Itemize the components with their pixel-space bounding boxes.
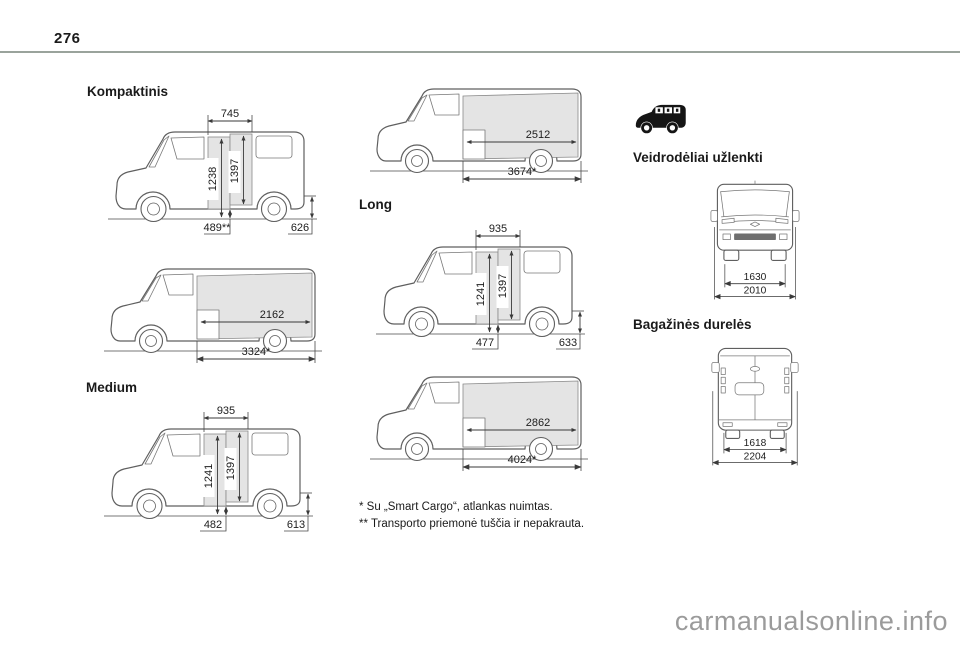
dim-height-2: 1397 bbox=[225, 456, 237, 480]
dim-cargo-length: 2862 bbox=[526, 417, 550, 429]
header-rule bbox=[0, 51, 960, 53]
section-heading-mirrors-folded: Veidrodėliai užlenkti bbox=[633, 150, 763, 165]
page-number: 276 bbox=[54, 30, 81, 47]
dim-height-1: 1238 bbox=[207, 167, 219, 191]
section-heading-long: Long bbox=[359, 197, 392, 212]
rear-view-diagram: 1618 2204 bbox=[711, 347, 799, 466]
section-heading-tailgate: Bagažinės durelės bbox=[633, 317, 752, 332]
long-door-diagram: 935 1241 1397 477 633 bbox=[376, 223, 585, 350]
front-view-diagram: 1630 2010 bbox=[710, 180, 800, 300]
dim-floor-height: 482 bbox=[204, 519, 222, 531]
dim-front-overall-width: 2010 bbox=[744, 285, 767, 296]
dim-door-width: 745 bbox=[221, 108, 239, 120]
dim-rear-height: 633 bbox=[559, 337, 577, 349]
compact-door-diagram: 745 1238 1397 489** 626 bbox=[108, 108, 317, 235]
section-heading-medium: Medium bbox=[86, 380, 138, 395]
dim-rear-inner-width: 1618 bbox=[744, 438, 767, 449]
dim-front-inner-width: 1630 bbox=[744, 272, 767, 283]
dim-load-length: 3674* bbox=[508, 166, 537, 178]
dim-floor-height: 489** bbox=[204, 222, 232, 234]
medium-cargo-diagram: 2512 3674* bbox=[370, 88, 588, 183]
dim-load-length: 3324* bbox=[242, 346, 271, 358]
dim-door-width: 935 bbox=[217, 405, 235, 417]
dim-door-width: 935 bbox=[489, 223, 507, 235]
footnote-unladen: ** Transporto priemonė tuščia ir nepakra… bbox=[359, 518, 585, 530]
section-heading-compact: Kompaktinis bbox=[87, 84, 169, 99]
dim-cargo-length: 2512 bbox=[526, 129, 550, 141]
compact-cargo-diagram: 2162 3324* bbox=[104, 268, 322, 363]
dim-cargo-length: 2162 bbox=[260, 309, 284, 321]
dim-height-1: 1241 bbox=[475, 282, 487, 306]
dim-height-2: 1397 bbox=[497, 274, 509, 298]
dim-rear-overall-width: 2204 bbox=[744, 451, 767, 462]
dim-load-length: 4024* bbox=[508, 454, 537, 466]
footnote-smart-cargo: * Su „Smart Cargo“, atlankas nuimtas. bbox=[359, 501, 553, 513]
long-cargo-diagram: 2862 4024* bbox=[370, 376, 588, 471]
watermark: carmanualsonline.info bbox=[674, 606, 948, 636]
medium-door-diagram: 935 1241 1397 482 613 bbox=[104, 405, 313, 532]
footnotes: * Su „Smart Cargo“, atlankas nuimtas. **… bbox=[359, 499, 584, 533]
dim-floor-height: 477 bbox=[476, 337, 494, 349]
dim-height-1: 1241 bbox=[203, 464, 215, 488]
folded-mirrors-van-icon bbox=[635, 104, 686, 134]
dim-height-2: 1397 bbox=[229, 159, 241, 183]
dim-rear-height: 613 bbox=[287, 519, 305, 531]
dim-rear-height: 626 bbox=[291, 222, 309, 234]
